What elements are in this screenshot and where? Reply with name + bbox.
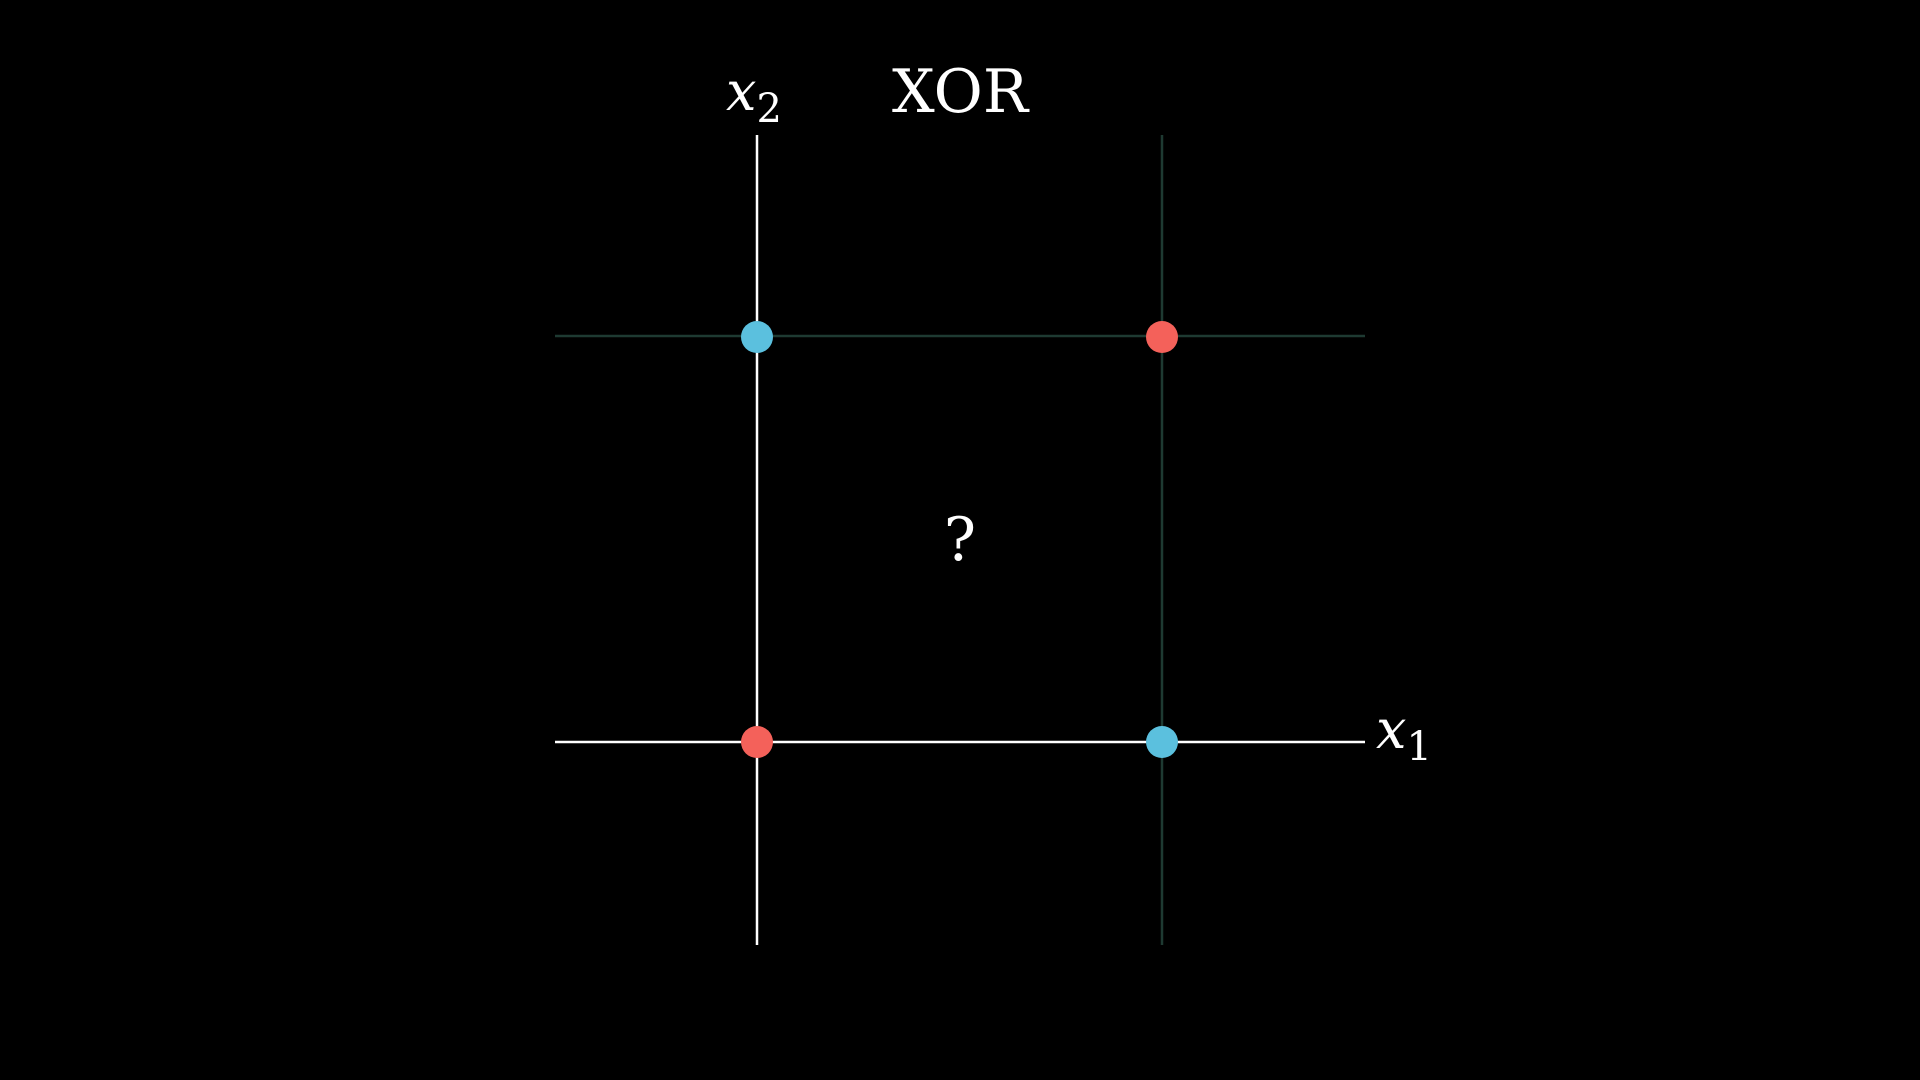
x1-axis-label-sub: 1 xyxy=(1406,724,1431,770)
diagram-title: XOR xyxy=(892,57,1030,127)
x1-axis-label-var: x xyxy=(1376,698,1406,761)
xor-point-1-1 xyxy=(1146,321,1178,353)
xor-point-0-1 xyxy=(741,321,773,353)
axes xyxy=(555,135,1365,945)
grid xyxy=(555,135,1365,945)
xor-point-0-0 xyxy=(741,726,773,758)
data-points xyxy=(741,321,1178,758)
x1-axis-label: x1 xyxy=(1376,698,1432,770)
x2-axis-label-sub: 2 xyxy=(756,86,781,132)
x2-axis-label-var: x xyxy=(726,60,756,123)
xor-point-1-0 xyxy=(1146,726,1178,758)
question-mark: ? xyxy=(944,505,976,575)
x2-axis-label: x2 xyxy=(726,60,782,132)
